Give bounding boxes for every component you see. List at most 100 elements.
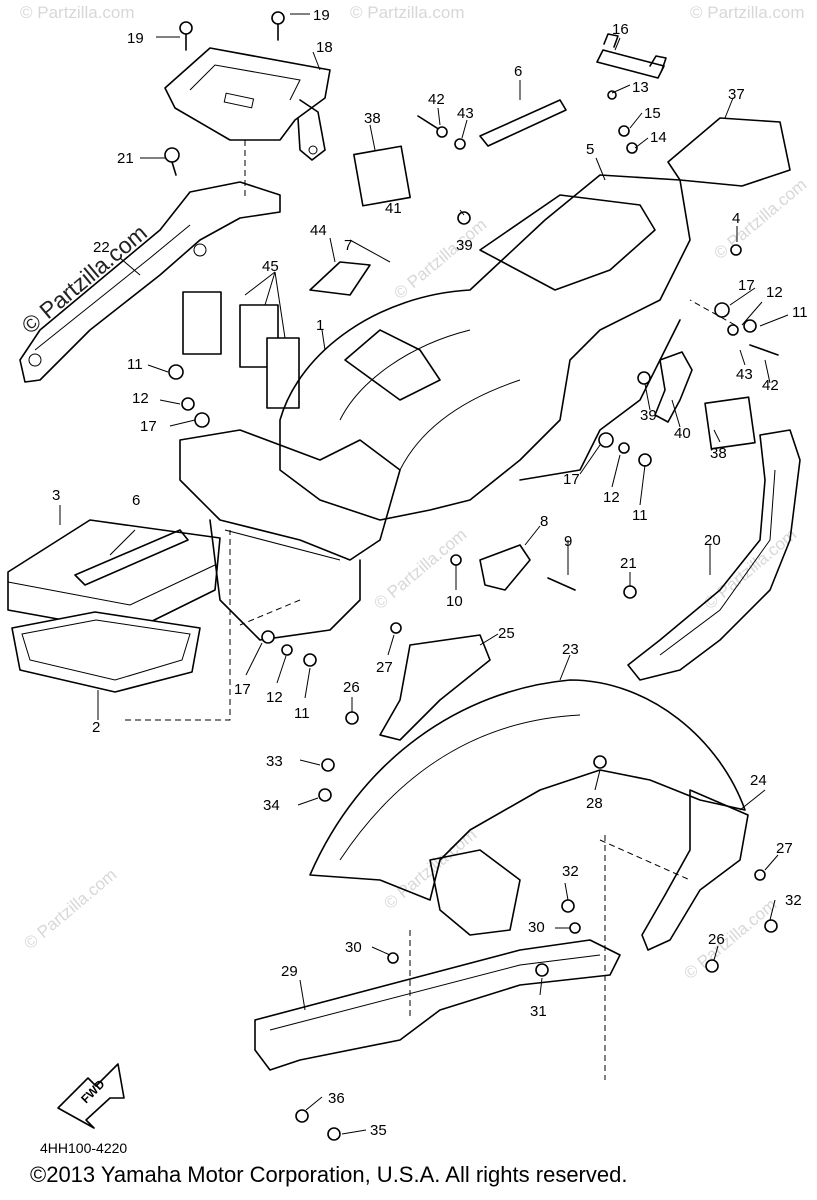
part-battery-box: [179, 429, 401, 641]
callout-41: 41: [385, 200, 402, 217]
part-6-strap-top: [479, 99, 567, 147]
callout-12: 12: [603, 489, 620, 506]
callout-32: 32: [562, 863, 579, 880]
part-8-bracket: [479, 544, 531, 591]
callout-24: 24: [750, 772, 767, 789]
callout-labels: 19 19 18 21 22 45 44 1 38 42 43 6 16 13 …: [52, 7, 808, 1139]
callout-12: 12: [766, 284, 783, 301]
callout-11: 11: [632, 507, 648, 524]
callout-17: 17: [563, 471, 580, 488]
watermark-faint: © Partzilla.com: [20, 865, 120, 953]
callout-11: 11: [294, 705, 310, 722]
callout-30: 30: [528, 919, 545, 936]
part-2-tray: [11, 611, 201, 693]
watermark-faint: © Partzilla.com: [710, 175, 810, 263]
assembly-lines: [125, 140, 736, 1080]
callout-35: 35: [370, 1122, 387, 1139]
callout-11: 11: [792, 304, 808, 321]
callout-45: 45: [262, 258, 279, 275]
leader-lines: [59, 13, 789, 1135]
callout-38: 38: [364, 110, 381, 127]
callout-8: 8: [540, 513, 548, 530]
callout-19: 19: [313, 7, 330, 24]
watermark-faint: © Partzilla.com: [350, 3, 465, 22]
callout-23: 23: [562, 641, 579, 658]
callout-43: 43: [457, 105, 474, 122]
callout-10: 10: [446, 593, 463, 610]
part-22-grab-rail-left: [19, 181, 281, 383]
callout-38: 38: [710, 445, 727, 462]
callout-25: 25: [498, 625, 515, 642]
callout-44: 44: [310, 222, 327, 239]
callout-16: 16: [612, 21, 629, 38]
callout-2: 2: [92, 719, 100, 736]
part-23-rear-fender: [309, 679, 746, 936]
callout-7: 7: [344, 237, 352, 254]
part-45-panels: [182, 291, 300, 409]
callout-27: 27: [376, 659, 393, 676]
callout-6: 6: [132, 492, 140, 509]
callout-39: 39: [456, 237, 473, 254]
callout-31: 31: [530, 1003, 547, 1020]
watermark-faint: © Partzilla.com: [390, 215, 490, 303]
callout-33: 33: [266, 753, 283, 770]
watermark-main: © Partzilla.com: [17, 219, 152, 339]
callout-21: 21: [117, 150, 134, 167]
part-1-fender-main: [279, 174, 691, 521]
callout-14: 14: [650, 129, 667, 146]
callout-36: 36: [328, 1090, 345, 1107]
callout-37: 37: [728, 86, 745, 103]
callout-17: 17: [738, 277, 755, 294]
callout-19: 19: [127, 30, 144, 47]
watermark-faint: © Partzilla.com: [690, 3, 805, 22]
part-20-grab-rail-right: [627, 429, 801, 681]
callout-12: 12: [266, 689, 283, 706]
hardware: [164, 11, 779, 1141]
callout-34: 34: [263, 797, 280, 814]
callout-18: 18: [316, 39, 333, 56]
callout-22: 22: [93, 239, 110, 256]
callout-30: 30: [345, 939, 362, 956]
callout-11: 11: [127, 356, 143, 373]
part-38-reflector-left: [353, 145, 411, 207]
part-24-stay: [641, 789, 749, 951]
callout-3: 3: [52, 487, 60, 504]
callout-29: 29: [281, 963, 298, 980]
copyright-notice: ©2013 Yamaha Motor Corporation, U.S.A. A…: [30, 1162, 628, 1187]
part-29-chain-guard: [254, 939, 621, 1071]
callout-1: 1: [316, 317, 324, 334]
callout-5: 5: [586, 141, 594, 158]
part-16-strap: [596, 33, 667, 79]
callout-9: 9: [564, 533, 572, 550]
callout-12: 12: [132, 390, 149, 407]
part-37-pad: [667, 117, 791, 187]
callout-13: 13: [632, 79, 649, 96]
diagram-code: 4HH100-4220: [40, 1140, 127, 1156]
part-9-bolt: [547, 577, 576, 591]
callout-39: 39: [640, 407, 657, 424]
callout-6: 6: [514, 63, 522, 80]
watermark-faint: © Partzilla.com: [20, 3, 135, 22]
fwd-arrow-icon: FWD: [57, 1063, 125, 1129]
callout-15: 15: [644, 105, 661, 122]
callout-4: 4: [732, 210, 740, 227]
part-44-label: [309, 261, 371, 296]
callout-26: 26: [708, 931, 725, 948]
callout-17: 17: [140, 418, 157, 435]
watermark-faint: © Partzilla.com: [680, 895, 780, 983]
part-38-reflector-right: [704, 396, 756, 450]
callout-21: 21: [620, 555, 637, 572]
callout-20: 20: [704, 532, 721, 549]
callout-17: 17: [234, 681, 251, 698]
part-25-stay: [379, 634, 491, 741]
part-18-bracket: [164, 47, 331, 161]
part-3-lid: [7, 519, 221, 633]
callout-32: 32: [785, 892, 802, 909]
callout-40: 40: [674, 425, 691, 442]
callout-42: 42: [762, 377, 779, 394]
callout-43: 43: [736, 366, 753, 383]
part-40-bracket: [654, 351, 693, 423]
callout-27: 27: [776, 840, 793, 857]
callout-42: 42: [428, 91, 445, 108]
